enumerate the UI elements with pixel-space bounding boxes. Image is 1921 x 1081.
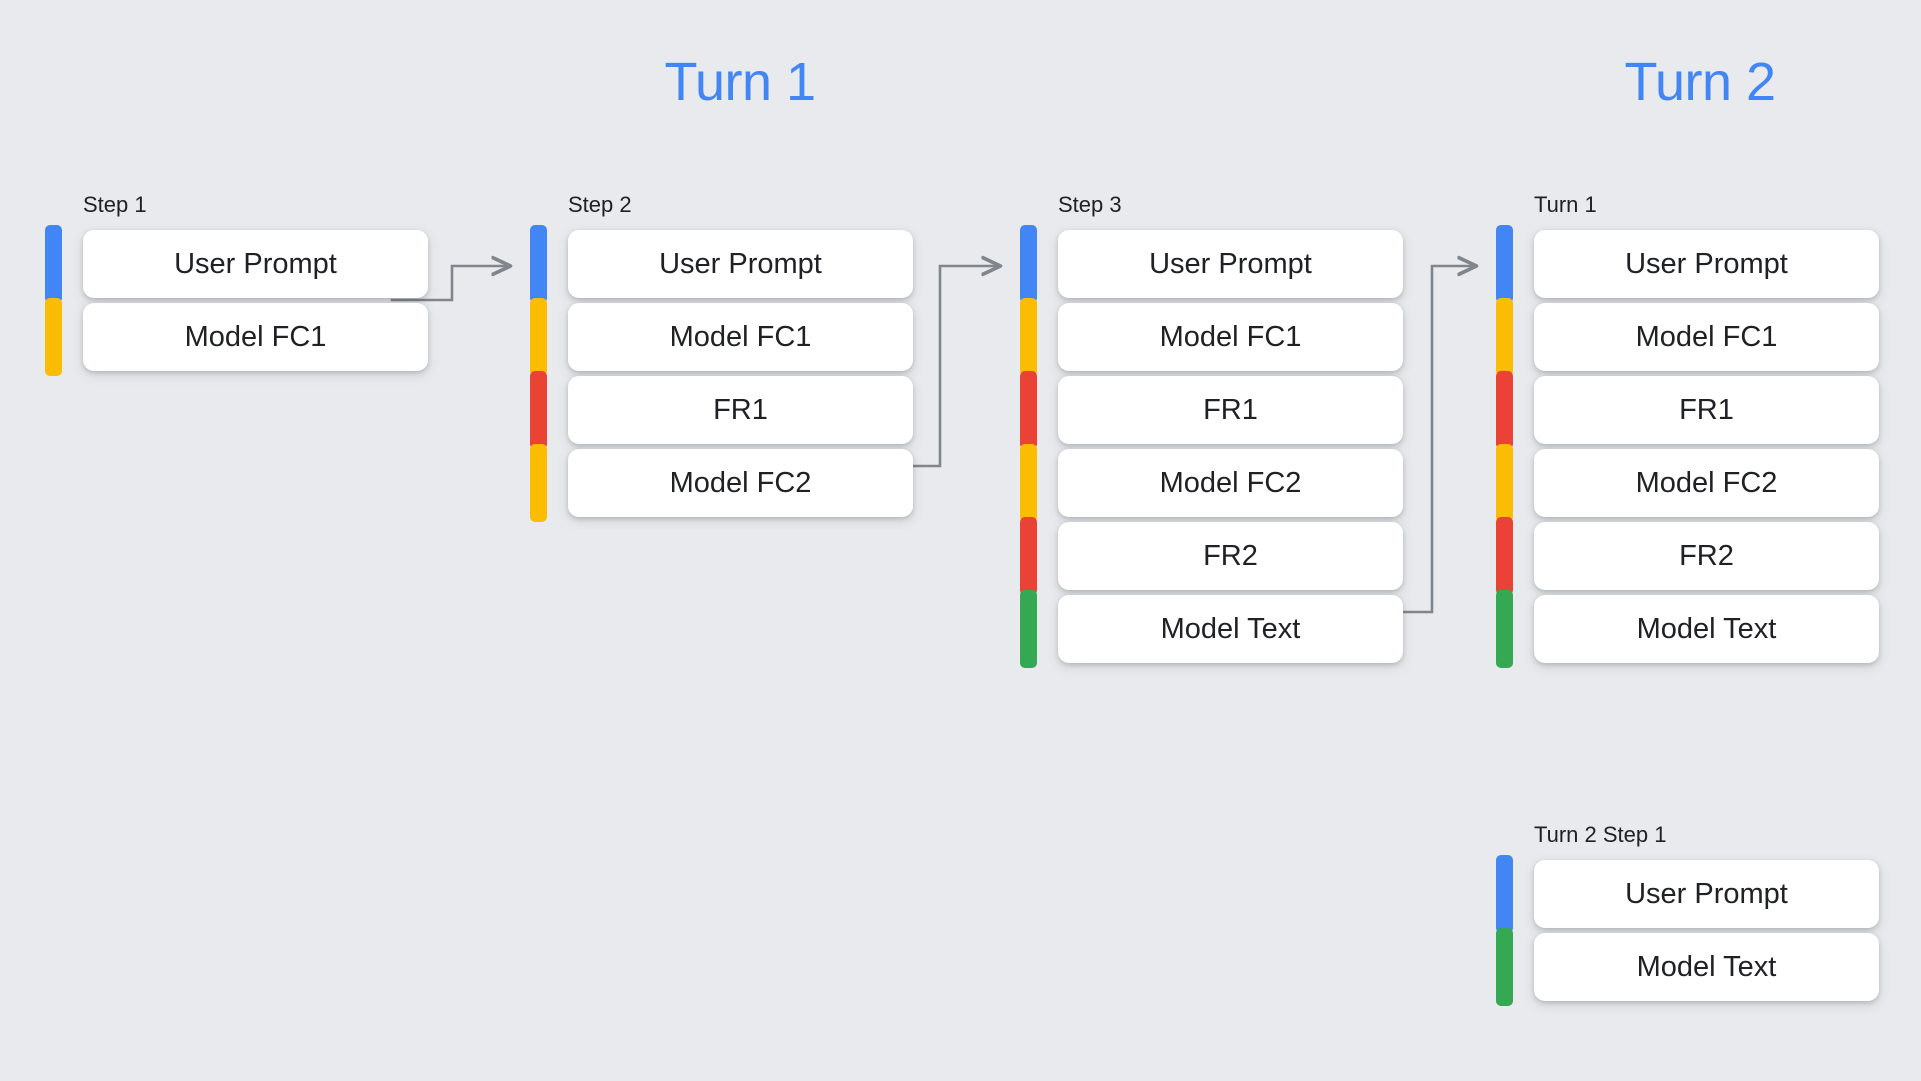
card-label: Model FC1: [1159, 320, 1302, 353]
card-label: FR1: [1679, 393, 1734, 426]
card-user-prompt[interactable]: User Prompt: [568, 230, 913, 298]
card-model-text[interactable]: Model Text: [1534, 595, 1879, 663]
card-fr1[interactable]: FR1: [1058, 376, 1403, 444]
column-label-step-2: Step 2: [568, 192, 632, 217]
card-user-prompt[interactable]: User Prompt: [1534, 860, 1879, 928]
status-bar-yellow-icon: [1020, 298, 1037, 376]
card-model-fc2[interactable]: Model FC2: [1534, 449, 1879, 517]
card-label: Model Text: [1160, 612, 1301, 645]
card-model-text[interactable]: Model Text: [1058, 595, 1403, 663]
card-label: FR2: [1203, 539, 1258, 572]
status-bar-red-icon: [1496, 371, 1513, 449]
column-label-step-1: Step 1: [83, 192, 147, 217]
card-label: Model FC1: [184, 320, 327, 353]
card-label: Model FC1: [669, 320, 812, 353]
card-model-fc1[interactable]: Model FC1: [568, 303, 913, 371]
status-bar-blue-icon: [1496, 225, 1513, 303]
status-bar-red-icon: [1020, 517, 1037, 595]
heading-turn-1: Turn 1: [664, 52, 816, 112]
status-bar-red-icon: [530, 371, 547, 449]
card-model-fc2[interactable]: Model FC2: [1058, 449, 1403, 517]
card-label: User Prompt: [174, 247, 337, 280]
card-label: User Prompt: [1625, 247, 1788, 280]
status-bar-yellow-icon: [1496, 444, 1513, 522]
card-label: Model FC2: [669, 466, 812, 499]
card-model-text[interactable]: Model Text: [1534, 933, 1879, 1001]
column-label-turn-1: Turn 1: [1534, 192, 1597, 217]
card-fr2[interactable]: FR2: [1058, 522, 1403, 590]
card-model-fc1[interactable]: Model FC1: [1058, 303, 1403, 371]
status-bar-blue-icon: [1020, 225, 1037, 303]
card-fr2[interactable]: FR2: [1534, 522, 1879, 590]
card-label: User Prompt: [659, 247, 822, 280]
status-bar-green-icon: [1496, 928, 1513, 1006]
card-fr1[interactable]: FR1: [1534, 376, 1879, 444]
card-model-fc1[interactable]: Model FC1: [1534, 303, 1879, 371]
card-label: FR1: [713, 393, 768, 426]
column-label-step-3: Step 3: [1058, 192, 1122, 217]
status-bar-blue-icon: [45, 225, 62, 303]
card-label: User Prompt: [1625, 877, 1788, 910]
status-bar-red-icon: [1020, 371, 1037, 449]
card-label: User Prompt: [1149, 247, 1312, 280]
status-bar-green-icon: [1496, 590, 1513, 668]
card-model-fc2[interactable]: Model FC2: [568, 449, 913, 517]
card-user-prompt[interactable]: User Prompt: [83, 230, 428, 298]
heading-turn-2: Turn 2: [1624, 52, 1776, 112]
card-label: Model FC1: [1635, 320, 1778, 353]
card-label: Model FC2: [1159, 466, 1302, 499]
status-bar-yellow-icon: [530, 444, 547, 522]
status-bar-blue-icon: [530, 225, 547, 303]
column-label-turn-2-step-1: Turn 2 Step 1: [1534, 822, 1667, 847]
card-user-prompt[interactable]: User Prompt: [1534, 230, 1879, 298]
card-label: FR1: [1203, 393, 1258, 426]
card-fr1[interactable]: FR1: [568, 376, 913, 444]
status-bar-yellow-icon: [530, 298, 547, 376]
status-bar-green-icon: [1020, 590, 1037, 668]
status-bar-red-icon: [1496, 517, 1513, 595]
card-label: FR2: [1679, 539, 1734, 572]
card-label: Model Text: [1636, 950, 1777, 983]
card-model-fc1[interactable]: Model FC1: [83, 303, 428, 371]
status-bar-yellow-icon: [1020, 444, 1037, 522]
status-bar-blue-icon: [1496, 855, 1513, 933]
card-label: Model Text: [1636, 612, 1777, 645]
status-bar-yellow-icon: [1496, 298, 1513, 376]
card-user-prompt[interactable]: User Prompt: [1058, 230, 1403, 298]
card-label: Model FC2: [1635, 466, 1778, 499]
status-bar-yellow-icon: [45, 298, 62, 376]
